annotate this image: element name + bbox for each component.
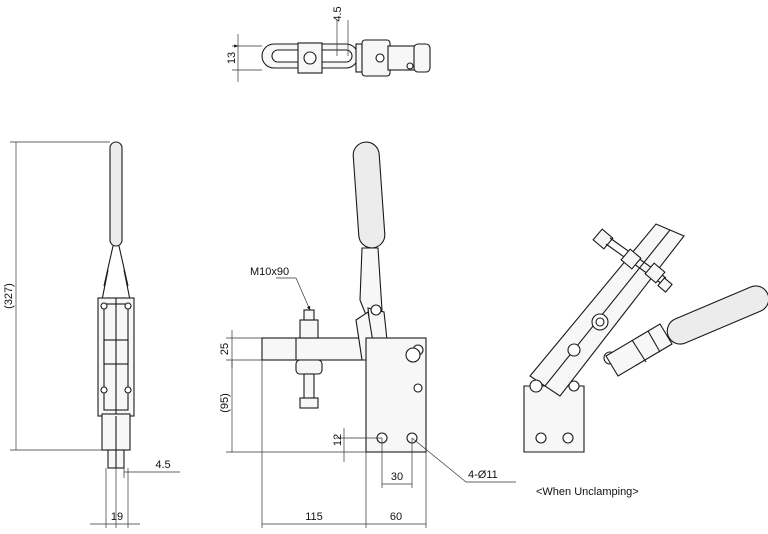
dim-side-offset: 4.5 <box>155 459 170 471</box>
dim-arm-length: 115 <box>305 511 323 523</box>
unclamped-view <box>523 223 768 453</box>
dim-overall-height: (327) <box>3 283 15 309</box>
dim-top-height: 13 <box>226 52 238 64</box>
dim-hole-vertical: 12 <box>332 434 344 446</box>
dim-top-offset: 4.5 <box>332 6 344 21</box>
dim-spindle-height: (95) <box>219 393 231 413</box>
dim-bar-height: 25 <box>219 343 231 355</box>
dim-base-width: 60 <box>390 511 402 523</box>
side-view: (327) 4.5 19 <box>3 141 180 528</box>
callout-spindle: M10x90 <box>250 266 289 278</box>
dim-side-width: 19 <box>111 511 123 523</box>
dim-hole-spacing: 30 <box>391 471 403 483</box>
top-view: 13 4.5 <box>226 6 431 82</box>
caption-when-unclamping: <When Unclamping> <box>536 486 639 498</box>
callout-holes: 4-Ø11 <box>468 469 498 481</box>
front-view: M10x90 25 (95) 12 30 4-Ø11 115 60 <box>219 141 516 528</box>
